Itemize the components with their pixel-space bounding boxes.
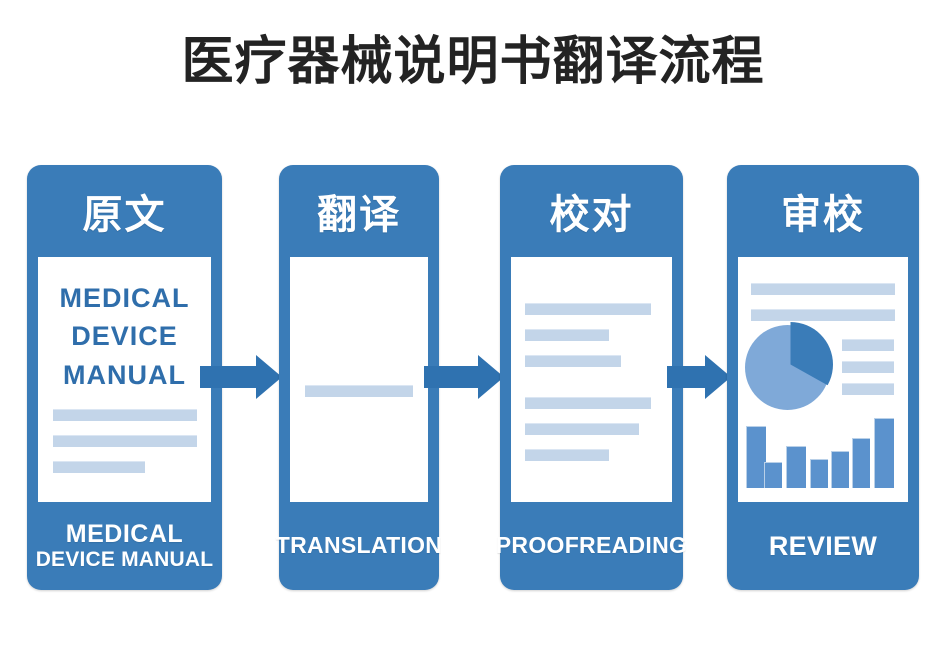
step-footer-label: REVIEW xyxy=(768,530,878,561)
process-step-source[interactable]: 原文 MEDICAL DEVICE MANUAL MEDICAL DEVICE … xyxy=(27,165,222,590)
text-line xyxy=(842,383,894,395)
arrow-source-to-translation-icon xyxy=(200,355,282,399)
document-preview-source: MEDICAL DEVICE MANUAL xyxy=(38,257,211,502)
bar-chart xyxy=(746,416,894,488)
step-footer-line-1: MEDICAL xyxy=(65,520,184,549)
document-title-line-1: MEDICAL xyxy=(59,283,190,313)
step-header-translation: 翻译 xyxy=(317,193,401,237)
text-line xyxy=(525,329,609,341)
text-line xyxy=(53,409,197,421)
document-title-source: MEDICAL DEVICE MANUAL xyxy=(38,279,211,394)
arrow-stem xyxy=(424,366,478,388)
bar xyxy=(810,459,828,488)
step-footer-label: TRANSLATION xyxy=(275,532,443,559)
text-line xyxy=(751,309,895,321)
document-preview-proofreading xyxy=(511,257,672,502)
text-line xyxy=(842,339,894,351)
arrow-stem xyxy=(200,366,256,388)
step-footer-translation: TRANSLATION xyxy=(276,502,442,590)
text-line xyxy=(525,449,609,461)
step-footer-proofreading: PROOFREADING xyxy=(496,502,687,590)
text-line xyxy=(53,435,197,447)
text-line xyxy=(53,461,145,473)
text-line xyxy=(842,361,894,373)
bar xyxy=(874,418,894,488)
step-footer-source: MEDICAL DEVICE MANUAL xyxy=(31,502,218,590)
bar xyxy=(831,451,849,488)
text-line xyxy=(525,355,621,367)
step-header-proofreading: 校对 xyxy=(549,193,634,237)
arrow-head xyxy=(478,355,504,399)
bar xyxy=(786,446,806,488)
text-line xyxy=(525,397,651,409)
bar xyxy=(852,438,870,488)
page-title: 医疗器械说明书翻译流程 xyxy=(181,33,765,91)
bar xyxy=(764,462,782,488)
text-line xyxy=(751,283,895,295)
text-line xyxy=(525,303,651,315)
document-preview-translation xyxy=(290,257,428,502)
bar xyxy=(746,426,766,488)
document-title-line-2: DEVICE xyxy=(71,321,178,352)
process-step-review[interactable]: 审校 REVIEW xyxy=(727,165,919,590)
document-preview-review xyxy=(738,257,908,502)
pie-chart xyxy=(745,322,833,410)
step-header-source: 原文 xyxy=(82,193,167,237)
process-step-translation[interactable]: 翻译 TRANSLATION xyxy=(276,165,442,590)
step-footer-label: PROOFREADING xyxy=(495,532,688,559)
process-step-proofreading[interactable]: 校对 PROOFREADING xyxy=(496,165,687,590)
arrow-head xyxy=(256,355,282,399)
text-line xyxy=(305,385,413,397)
process-flow-diagram: 原文 MEDICAL DEVICE MANUAL MEDICAL DEVICE … xyxy=(0,165,946,590)
arrow-proofreading-to-review-icon xyxy=(667,355,731,399)
document-title-line-3: MANUAL xyxy=(63,359,186,390)
arrow-head xyxy=(705,355,731,399)
step-header-review: 审校 xyxy=(781,193,865,237)
step-footer-line-2: DEVICE MANUAL xyxy=(35,548,214,572)
step-footer-review: REVIEW xyxy=(731,502,915,590)
arrow-stem xyxy=(667,366,705,388)
text-line xyxy=(525,423,639,435)
arrow-translation-to-proofreading-icon xyxy=(424,355,504,399)
